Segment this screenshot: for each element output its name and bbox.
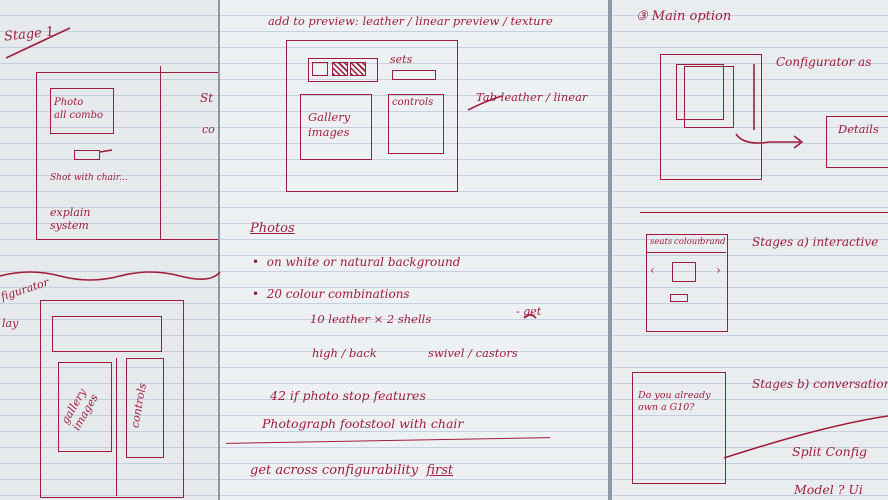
slot-rectangle [74, 150, 100, 160]
split-config: Split Config [792, 444, 868, 459]
note-42: 42 if photo stop features [270, 388, 426, 403]
margin-co: co [202, 123, 215, 136]
display-fragment: lay [2, 317, 19, 330]
model-fragment: Model ? Ui [794, 482, 863, 497]
configurator-inner-box-2 [684, 66, 734, 128]
stage2-header-box [52, 316, 162, 352]
stage-heading: Stage 1 [3, 24, 55, 45]
section-divider [226, 437, 550, 444]
swatch-3 [350, 62, 366, 76]
right-notebook-page: ③ Main option Configurator as Details se… [612, 0, 888, 500]
get-across-text: get across configurability [250, 463, 419, 478]
configurator-label: Configurator as [776, 55, 872, 69]
tab-colour: colour [674, 237, 702, 247]
left-notebook-page: Stage 1 Photo all combo Shot with chair.… [0, 0, 218, 500]
stages-b: Stages b) conversation [752, 377, 888, 391]
swatch-1 [312, 62, 328, 76]
question-box-text: Do you already own a G10? [638, 390, 711, 414]
configurator-fragment: figurator [0, 275, 51, 304]
preview-frame [286, 40, 458, 192]
leather-shells: 10 leather × 2 shells [310, 312, 432, 326]
sets-slider [392, 70, 436, 80]
details-box [826, 116, 888, 168]
swatch-2 [332, 62, 348, 76]
gallery-box [300, 94, 372, 160]
option-divider [640, 212, 888, 213]
get-note: - get [516, 305, 542, 318]
prev-arrow-icon[interactable]: ‹ [650, 263, 655, 277]
gallery-box [58, 362, 112, 452]
gallery-images: Gallery images [308, 110, 351, 139]
stage2-column-divider [116, 358, 117, 496]
margin-s: St [200, 91, 214, 105]
bullet-2: • 20 colour combinations [252, 287, 410, 301]
controls-box [388, 94, 444, 154]
photograph-footstool: Photograph footstool with chair [262, 416, 464, 431]
details-label: Details [838, 122, 879, 136]
main-option-heading: ③ Main option [636, 9, 732, 24]
swivel-castors: swivel / castors [428, 346, 518, 360]
high-back: high / back [312, 346, 377, 360]
stage1-frame [36, 72, 218, 240]
first-text: first [426, 463, 454, 478]
slot-caption: Shot with chair... [50, 173, 128, 183]
controls-box [126, 358, 164, 458]
controls-label: controls [392, 97, 434, 108]
photos-heading: Photos [250, 221, 295, 236]
explain-system: explain system [50, 206, 91, 233]
stage2-frame [40, 300, 184, 498]
get-across: get across configurability first [250, 464, 453, 477]
preview-header: add to preview: leather / linear preview… [268, 14, 553, 28]
bullet-1: • on white or natural background [252, 255, 461, 269]
tab-brand: brand [700, 237, 726, 247]
stage1-divider [160, 66, 161, 240]
preview-slider [670, 294, 688, 302]
tab-row-line [646, 252, 726, 253]
sets-label: sets [390, 53, 413, 66]
photo-box [50, 88, 114, 134]
stages-a: Stages a) interactive [752, 235, 879, 249]
tab-note: Tab leather / linear [476, 90, 588, 104]
stage-a-frame [646, 234, 728, 332]
configurator-inner-box [676, 64, 724, 120]
stage-b-frame [632, 372, 726, 484]
middle-notebook-page: add to preview: leather / linear preview… [220, 0, 608, 500]
configurator-frame [660, 54, 762, 180]
tab-seats: seats [650, 237, 673, 247]
next-arrow-icon[interactable]: › [716, 263, 721, 277]
preview-thumb [672, 262, 696, 282]
bullet-1-text: on white or natural background [266, 255, 461, 269]
photo-box-label: Photo all combo [54, 97, 104, 121]
swatch-strip [308, 58, 378, 82]
bullet-2-text: 20 colour combinations [266, 287, 410, 301]
